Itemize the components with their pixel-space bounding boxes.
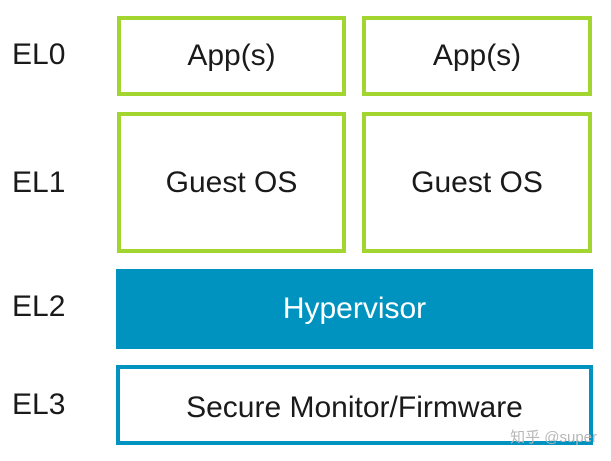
level-label-el3: EL3 [12,388,66,421]
guest-os-label: Guest OS [411,165,543,199]
level-label-el0: EL0 [12,38,66,71]
hypervisor-box: Hypervisor [116,269,593,349]
level-label-el2: EL2 [12,290,66,323]
guest-os-box-right: Guest OS [362,112,592,253]
secure-monitor-label: Secure Monitor/Firmware [186,391,523,424]
level-label-el1: EL1 [12,166,66,199]
hypervisor-label: Hypervisor [282,292,427,325]
app-label: App(s) [187,39,276,72]
app-box-right: App(s) [362,16,592,96]
guest-os-label: Guest OS [165,165,298,199]
secure-monitor-box: Secure Monitor/Firmware [116,365,593,445]
app-box-left: App(s) [117,16,346,96]
watermark: 知乎 @super [510,429,597,446]
guest-os-box-left: Guest OS [117,112,346,253]
app-label: App(s) [432,39,522,72]
